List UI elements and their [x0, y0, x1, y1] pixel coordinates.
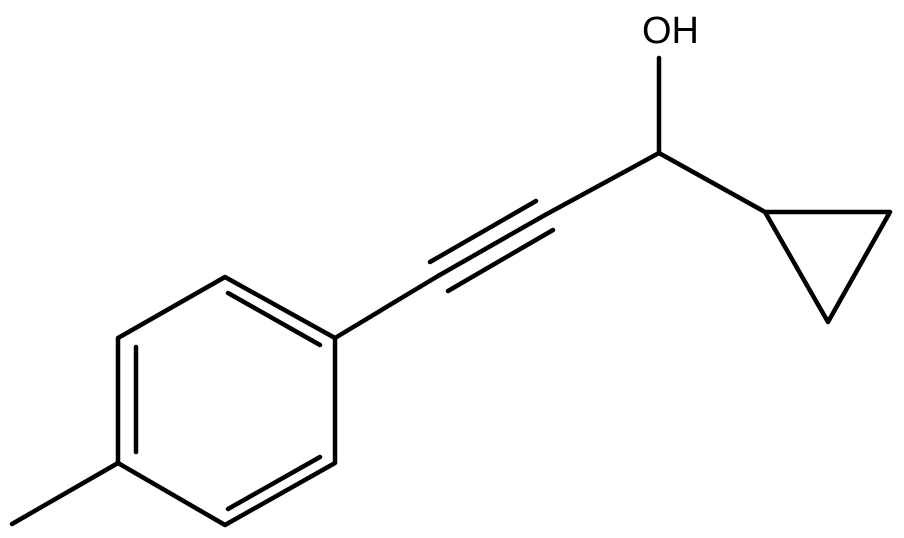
bond-alkyne-aryl: [332, 273, 441, 341]
cyclopropyl-ring: [762, 209, 893, 325]
benzene-double-bond-3: [225, 454, 323, 512]
benzene-ring: [115, 274, 338, 528]
bond-c-alkyne: [542, 150, 662, 218]
triple-bond-center: [435, 212, 548, 279]
triple-bond-upper: [427, 198, 539, 265]
triple-bond-lower: [445, 227, 556, 294]
bond-c-cyclopropyl: [656, 150, 768, 215]
hydroxyl-label: OH: [642, 10, 699, 52]
bond-methyl: [9, 460, 121, 527]
benzene-double-bond-1: [225, 290, 323, 348]
